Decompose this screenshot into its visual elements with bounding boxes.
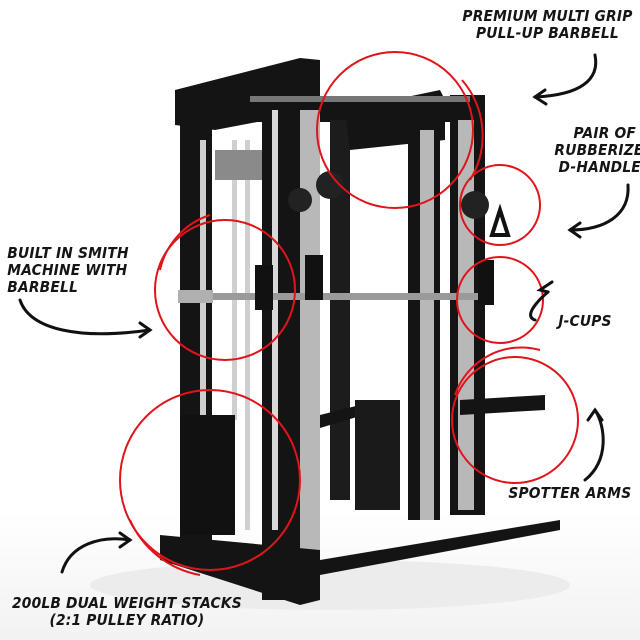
label-line: (2:1 Pulley Ratio) (49, 611, 205, 629)
front-left-upright (262, 70, 320, 600)
label-weight-stacks: 200LB Dual Weight Stacks (2:1 Pulley Rat… (12, 595, 242, 629)
front-right-upright (345, 90, 445, 520)
arrows (18, 53, 630, 574)
highlight-circles (119, 51, 579, 576)
pulley (288, 188, 312, 212)
highlight-circle-icon (316, 51, 474, 209)
highlight-circle-icon (459, 164, 541, 246)
pulley (461, 191, 489, 219)
weight-stack-center (355, 400, 400, 510)
spotter-arm (460, 395, 545, 415)
base-rail (320, 520, 560, 575)
label-line: Built in Smith (7, 244, 129, 262)
label-line: Pair of (573, 124, 637, 142)
label-line: 200LB Dual Weight Stacks (11, 594, 242, 612)
highlight-circle-icon (454, 346, 541, 396)
j-cup (478, 260, 494, 305)
highlight-circle-icon (129, 519, 201, 576)
highlight-circle-icon (451, 356, 579, 484)
label-line: J-Cups (558, 312, 612, 330)
label-line: Machine with (7, 261, 128, 279)
pull-up-bar (250, 96, 470, 102)
label-smith-machine: Built in Smith Machine with Barbell (7, 245, 128, 296)
label-spotter-arms: Spotter Arms (508, 485, 631, 502)
arrow-icon (18, 298, 152, 336)
pulley (316, 171, 344, 199)
label-j-cups: J-Cups (558, 313, 611, 330)
highlight-circle-icon (461, 79, 484, 181)
d-handle (489, 203, 511, 237)
label-line: D-Handles (558, 158, 640, 176)
label-line: Pull-Up Barbell (475, 24, 619, 42)
highlight-circle-icon (119, 389, 301, 571)
arrow-icon (568, 183, 630, 232)
highlight-circle-icon (159, 214, 211, 271)
arrow-icon (60, 537, 132, 574)
label-pull-up-barbell: Premium Multi Grip Pull-Up Barbell (462, 8, 632, 42)
smith-barbell (178, 293, 478, 300)
label-line: Rubberized (554, 141, 640, 159)
base-frame (160, 535, 320, 605)
weight-stack-left (180, 415, 235, 535)
j-cup (305, 255, 323, 300)
label-line: Premium Multi Grip (462, 7, 633, 25)
label-line: Barbell (7, 278, 78, 296)
highlight-circle-icon (154, 219, 296, 361)
label-line: Spotter Arms (508, 484, 632, 502)
label-d-handles: Pair of Rubberized D-Handles (554, 125, 640, 176)
arrow-icon (533, 53, 598, 99)
j-cup (255, 265, 273, 310)
highlight-circle-icon (456, 256, 544, 344)
